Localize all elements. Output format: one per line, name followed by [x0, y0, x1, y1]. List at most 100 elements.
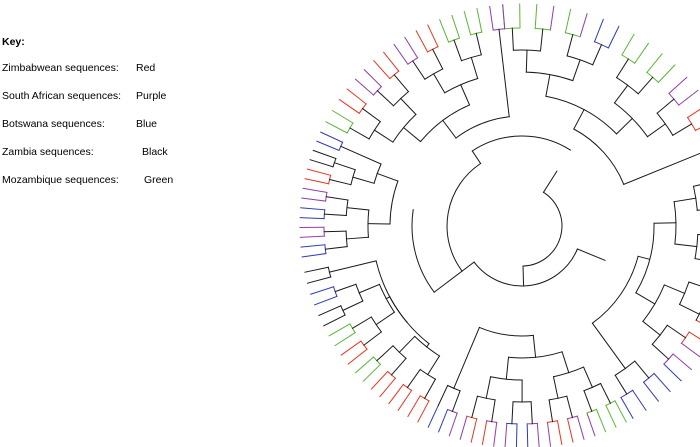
- legend-entry-label: Mozambique sequences:: [2, 174, 119, 186]
- internal-branch: [573, 108, 585, 130]
- tip-branch: [695, 319, 700, 323]
- internal-branch: [432, 73, 446, 94]
- legend-entry-label: Zimbabwean sequences:: [2, 62, 119, 74]
- tip-branch: [306, 276, 332, 284]
- clade: [304, 260, 441, 423]
- tip-branch: [631, 389, 647, 411]
- tip-branch: [593, 18, 604, 43]
- internal-branch: [532, 334, 537, 358]
- tip-branch: [323, 314, 346, 327]
- tip-branch: [362, 363, 382, 382]
- internal-branch: [663, 284, 686, 295]
- clade: [427, 326, 627, 447]
- tip-branch: [642, 381, 660, 402]
- internal-branch: [583, 390, 593, 412]
- internal-branch: [375, 311, 396, 326]
- tip-branch: [663, 363, 682, 382]
- legend-entry-south-africa: South African sequences: Purple: [2, 90, 166, 118]
- internal-branch: [345, 236, 369, 240]
- internal-branch: [582, 366, 594, 388]
- tip-branch: [427, 24, 439, 48]
- tip-branch: [382, 51, 400, 72]
- internal-branch: [349, 127, 370, 140]
- internal-branch: [485, 376, 492, 399]
- tip-branch: [313, 295, 338, 306]
- legend-title: Key:: [2, 36, 25, 48]
- internal-branch: [376, 345, 394, 362]
- tip-branch: [354, 356, 375, 374]
- tip-branch: [614, 400, 627, 423]
- internal-branch: [615, 58, 630, 79]
- backbone-arc: [471, 135, 572, 152]
- tip-branch: [678, 89, 699, 106]
- legend-entry-zimbabwe: Zimbabwean sequences: Red: [2, 62, 155, 90]
- internal-branch: [572, 59, 581, 82]
- internal-branch: [552, 376, 559, 399]
- tip-branch: [310, 286, 335, 295]
- legend-entry-color: Green: [144, 174, 174, 186]
- internal-branch: [328, 260, 377, 273]
- tip-branch: [686, 108, 700, 119]
- internal-branch: [325, 196, 349, 201]
- tip-branch: [688, 331, 700, 340]
- backbone-branch: [522, 265, 525, 287]
- tip-branch: [620, 396, 634, 419]
- internal-branch: [334, 283, 357, 293]
- internal-branch: [498, 28, 510, 118]
- tip-branch: [363, 68, 383, 88]
- internal-branch: [561, 351, 570, 374]
- internal-branch: [351, 316, 372, 329]
- tip-branch: [502, 4, 506, 30]
- tip-branch: [318, 305, 342, 317]
- legend-entry-mozambique: Mozambique sequences: Green: [2, 174, 173, 202]
- tip-branch: [312, 149, 337, 160]
- internal-branch: [363, 331, 383, 346]
- internal-branch: [406, 368, 421, 389]
- internal-branch: [651, 343, 670, 360]
- tip-branch: [549, 5, 555, 31]
- internal-branch: [656, 98, 675, 114]
- internal-branch: [637, 76, 654, 95]
- internal-branch: [653, 222, 677, 224]
- internal-branch: [385, 296, 391, 300]
- tip-branch: [301, 197, 327, 202]
- internal-branch: [491, 399, 496, 423]
- tip-branch: [504, 422, 508, 447]
- legend-entry-color: Blue: [136, 118, 158, 130]
- tip-branch: [564, 8, 572, 34]
- internal-branch: [511, 401, 514, 425]
- backbone-branch: [542, 170, 558, 193]
- internal-branch: [646, 123, 667, 138]
- clade: [591, 184, 700, 419]
- tip-branch: [463, 10, 472, 36]
- tip-branch: [546, 421, 552, 447]
- tip-branch: [653, 372, 671, 393]
- internal-branch: [613, 84, 629, 104]
- tip-branch: [338, 98, 360, 114]
- internal-branch: [637, 255, 651, 260]
- tip-branch: [309, 159, 334, 168]
- internal-branch: [539, 28, 544, 52]
- internal-branch: [545, 74, 551, 97]
- legend-entry-color: Red: [136, 62, 156, 74]
- tip-branch: [331, 109, 354, 124]
- tip-branch: [393, 43, 409, 65]
- legend-key: Key: Zimbabwean sequences: Red South Afr…: [2, 36, 173, 202]
- internal-branch: [591, 322, 626, 370]
- tip-branch: [470, 418, 478, 443]
- internal-branch: [623, 152, 700, 186]
- internal-branch: [323, 230, 347, 233]
- internal-branch: [361, 107, 381, 123]
- internal-branch: [460, 84, 471, 106]
- internal-branch: [323, 213, 347, 217]
- backbone-arc: [473, 248, 579, 287]
- internal-branch: [425, 343, 430, 348]
- internal-branch: [358, 283, 381, 294]
- legend-entry-color: Purple: [136, 90, 167, 102]
- tip-branch: [657, 64, 676, 84]
- internal-branch: [674, 243, 698, 248]
- tip-branch: [340, 340, 362, 356]
- backbone-branch: [576, 248, 606, 262]
- internal-branch: [423, 378, 437, 400]
- tip-branch: [328, 323, 351, 337]
